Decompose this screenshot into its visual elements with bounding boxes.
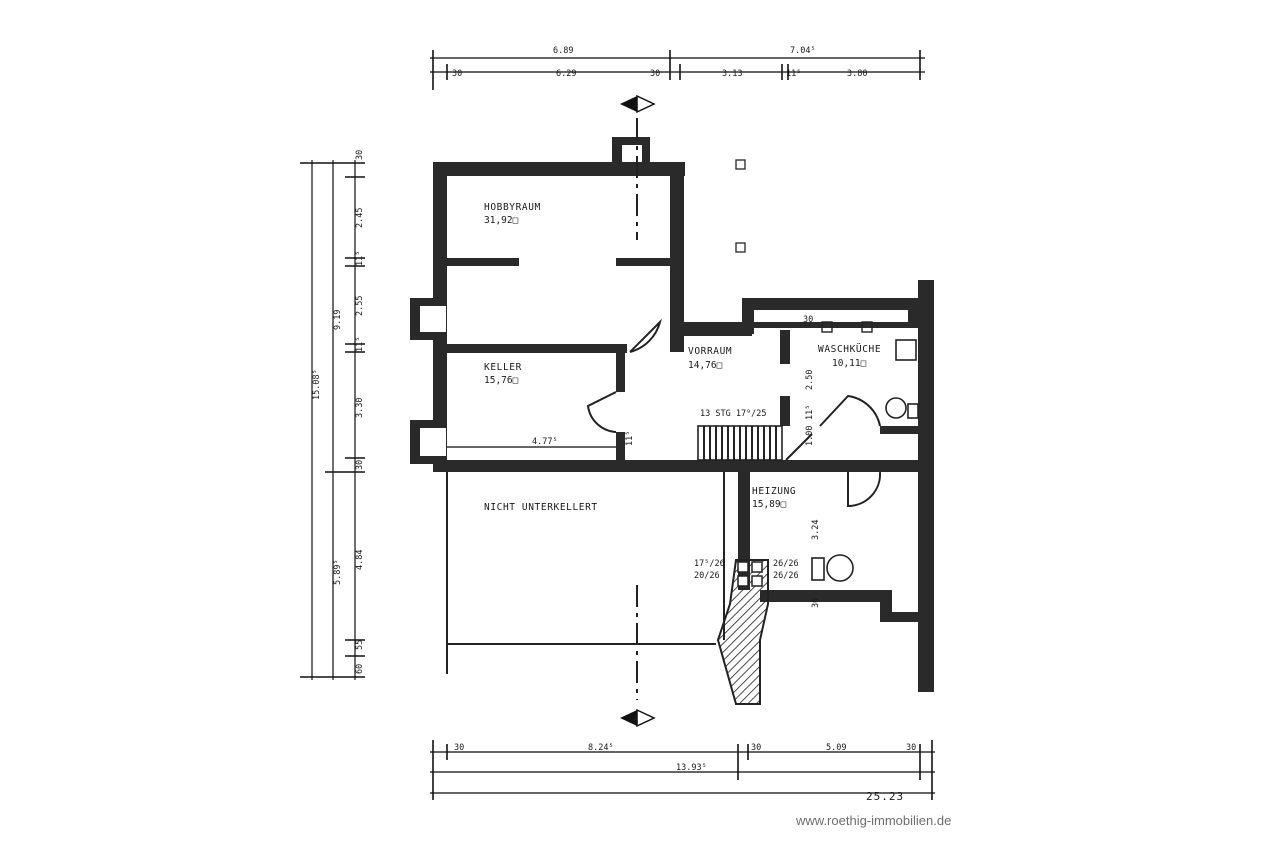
fixtures — [735, 159, 919, 582]
dim-left-9-19: 9.19 — [333, 310, 343, 330]
room-waschkueche-name: WASCHKÜCHE — [818, 344, 881, 355]
watermark: www.roethig-immobilien.de — [795, 813, 951, 828]
dim-bottom-8-245: 8.24⁵ — [588, 743, 614, 753]
room-vorraum-area: 14,76□ — [688, 360, 723, 371]
section-marker-top: A — [633, 101, 638, 111]
dim-top-11-5: 11⁵ — [786, 69, 801, 79]
bottom-dimension-chain: 30 8.24⁵ 30 5.09 30 13.93⁵ 25.23 — [430, 740, 935, 803]
room-hobbyraum-name: HOBBYRAUM — [484, 202, 541, 213]
room-hobbyraum-area: 31,92□ — [484, 215, 519, 226]
room-labels: HOBBYRAUM 31,92□ KELLER 15,76□ VORRAUM 1… — [484, 202, 881, 581]
dim-left-11-5b: 11⁵ — [355, 337, 365, 352]
walls — [410, 137, 934, 692]
dim-left-5-895: 5.89⁵ — [333, 559, 343, 585]
dim-vorraum-115: 11⁵ — [805, 405, 815, 420]
room-keller-name: KELLER — [484, 362, 522, 373]
dim-bottom-5-09: 5.09 — [826, 743, 846, 753]
chimney-block — [716, 559, 769, 705]
doors — [586, 318, 882, 508]
dim-bottom-25-23: 25.23 — [866, 790, 904, 803]
room-vorraum-name: VORRAUM — [688, 346, 732, 357]
dim-top-3-80: 3.80 — [847, 69, 867, 79]
dim-left-15-085: 15.08⁵ — [312, 369, 322, 400]
dim-left-2-55: 2.55 — [355, 296, 365, 316]
dim-left-55: 55 — [355, 640, 365, 650]
dim-left-3-30: 3.30 — [355, 398, 365, 418]
chimney-left-top: 17⁵/26 — [694, 559, 725, 569]
chimney-right-top: 26/26 — [773, 559, 799, 569]
dim-vorraum-250: 2.50 — [805, 370, 815, 390]
unbasemented-outline — [446, 472, 725, 674]
dim-top-30b: 30 — [650, 69, 660, 79]
dim-top-3-13: 3.13 — [722, 69, 742, 79]
dim-left-30a: 30 — [355, 150, 365, 160]
dim-heizung-324: 3.24 — [811, 520, 821, 540]
stairs-label: 13 STG 17⁹/25 — [700, 409, 767, 419]
dim-left-30b: 30 — [355, 460, 365, 470]
dim-keller-door: 11⁵ — [625, 431, 635, 446]
dim-bottom-30c: 30 — [906, 743, 916, 753]
chimney-left-bottom: 20/26 — [694, 571, 720, 581]
room-heizung-name: HEIZUNG — [752, 486, 796, 497]
top-dimension-chain: 6.89 7.04⁵ 30 6.29 30 3.13 11⁵ 3.80 — [430, 46, 925, 90]
dim-keller-width: 4.77⁵ — [532, 437, 558, 447]
dim-bottom-13-935: 13.93⁵ — [676, 763, 707, 773]
interior-dimensions: 4.77⁵ 11⁵ 2.50 11⁵ 1.00 3.24 30 30 — [447, 315, 821, 608]
dim-bottom-30a: 30 — [454, 743, 464, 753]
room-nicht-unterkellert: NICHT UNTERKELLERT — [484, 502, 598, 513]
section-line: A A — [620, 94, 656, 728]
dim-heizung-30: 30 — [811, 598, 821, 608]
dim-top-7-04: 7.04⁵ — [790, 46, 816, 56]
dim-top-6-89: 6.89 — [553, 46, 573, 56]
left-dimension-chain: 15.08⁵ 9.19 5.89⁵ 30 2.45 11⁵ 2.55 11⁵ 3… — [300, 150, 365, 680]
dim-top-30a: 30 — [452, 69, 462, 79]
stairs — [697, 425, 783, 461]
dim-vorraum-100: 1.00 — [805, 426, 815, 446]
dim-left-4-84: 4.84 — [355, 550, 365, 570]
dim-bottom-30b: 30 — [751, 743, 761, 753]
room-keller-area: 15,76□ — [484, 375, 519, 386]
chimney-right-bottom: 26/26 — [773, 571, 799, 581]
dim-top-6-29: 6.29 — [556, 69, 576, 79]
section-marker-bottom: A — [633, 715, 638, 725]
dim-left-11-5a: 11⁵ — [355, 251, 365, 266]
dim-left-60: 60 — [355, 664, 365, 674]
room-heizung-area: 15,89□ — [752, 499, 787, 510]
dim-left-2-45: 2.45 — [355, 208, 365, 228]
room-waschkueche-area: 10,11□ — [832, 358, 867, 369]
dim-wasch-30: 30 — [803, 315, 813, 325]
